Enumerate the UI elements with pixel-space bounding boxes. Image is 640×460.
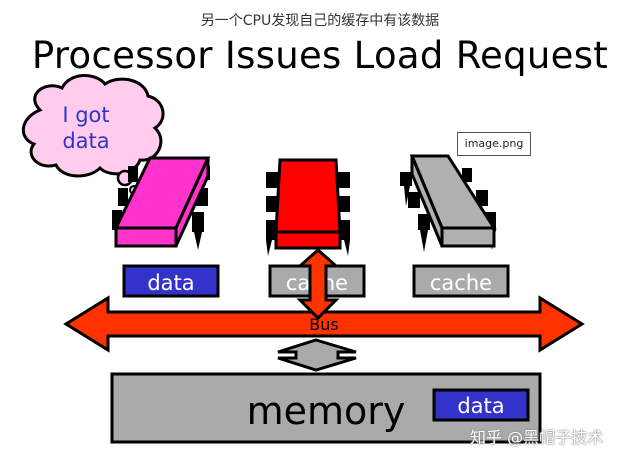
cpu-bus-arrow (296, 247, 340, 321)
bubble-text-line1: I got (62, 103, 109, 127)
memory-block: memory data (110, 372, 542, 444)
bubble-text-line2: data (62, 129, 109, 153)
cpu-right-chip (400, 154, 497, 252)
cache-right-label: cache (430, 271, 492, 295)
memory-label: memory (247, 389, 406, 433)
memory-data-label: data (457, 394, 504, 418)
slide-title: Processor Issues Load Request (31, 34, 609, 77)
caption: 另一个CPU发现自己的缓存中有该数据 (200, 13, 440, 29)
cache-right: cache (412, 264, 510, 298)
watermark: 知乎 @黑帽子技术 (470, 428, 604, 447)
bus-arrow (63, 295, 585, 353)
bus-memory-arrow (277, 338, 357, 372)
cpu-left-chip (112, 156, 211, 250)
cloud-shape (22, 74, 165, 178)
image-tooltip: image.png (457, 132, 531, 156)
cache-left: data (122, 264, 220, 298)
cache-left-label: data (147, 271, 194, 295)
cpu-middle-chip (266, 158, 350, 256)
bus-label: Bus (309, 315, 338, 334)
